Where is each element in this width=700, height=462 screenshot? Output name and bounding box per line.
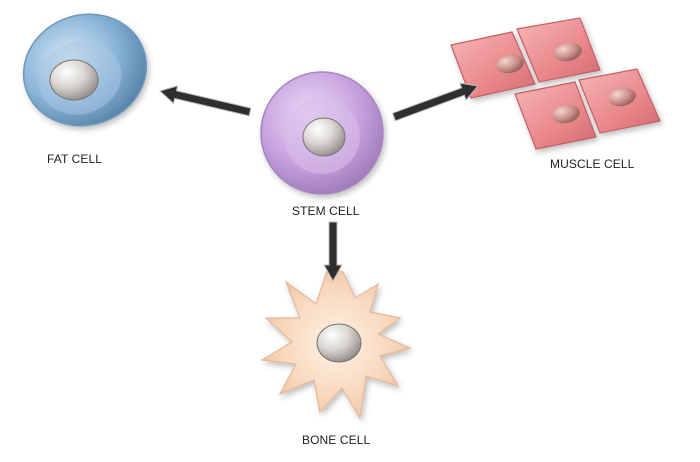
arrow-shape: [159, 85, 252, 117]
stem-cell-label: STEM CELL: [292, 204, 360, 218]
fat-cell-illustration: [22, 13, 148, 127]
arrow-shape: [391, 82, 479, 122]
arrow-to-muscle-cell: [391, 82, 479, 122]
fat-cell-label: FAT CELL: [47, 152, 103, 166]
bone-cell-label: BONE CELL: [302, 433, 371, 447]
arrow-to-fat-cell: [159, 85, 252, 117]
arrow-shape: [323, 221, 343, 283]
muscle-cell-label: MUSCLE CELL: [550, 157, 635, 171]
stem-cell-illustration: [260, 71, 384, 195]
muscle-cell-illustration: [450, 17, 661, 150]
bone-cell-illustration: [260, 267, 412, 420]
arrow-to-bone-cell: [323, 221, 343, 283]
